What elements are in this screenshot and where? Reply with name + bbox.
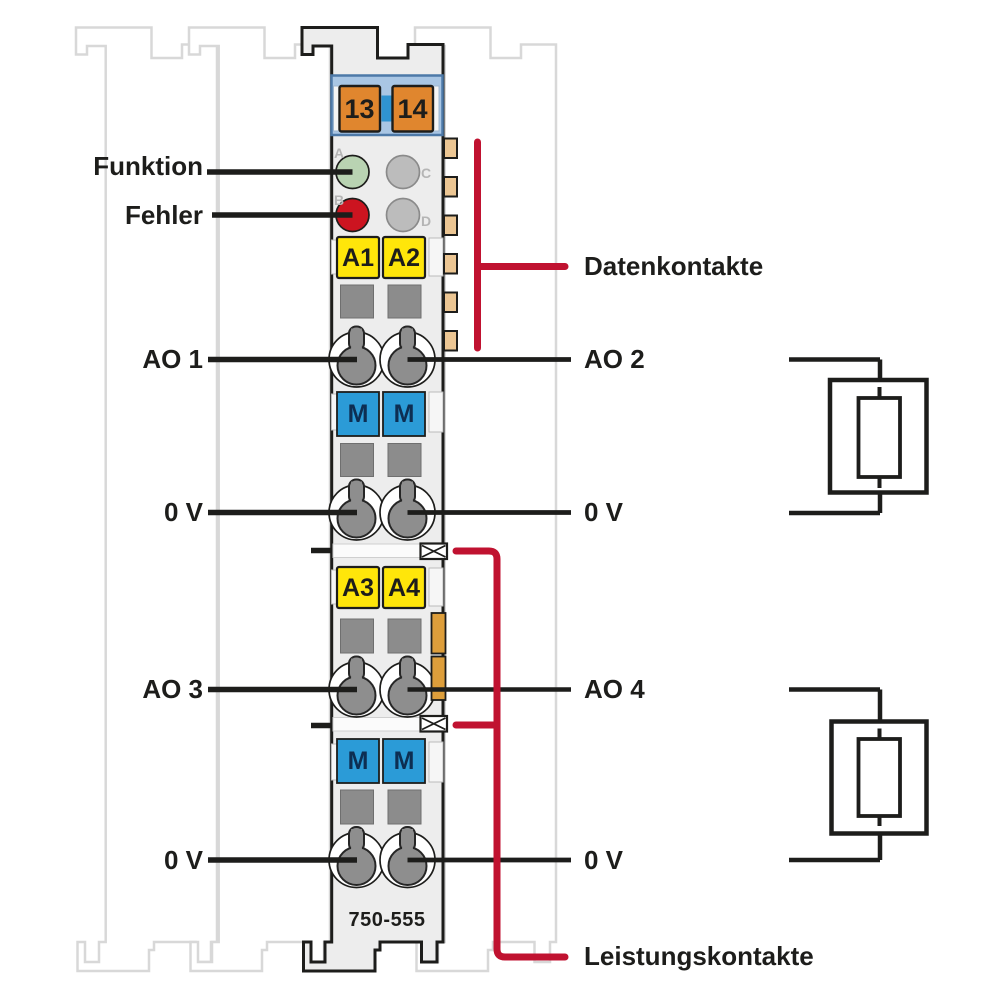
ground-label-plates (336, 391, 426, 784)
ao2-label: AO 2 (584, 344, 645, 374)
led-d (385, 197, 421, 233)
bus-terminal-14-label: 14 (397, 94, 428, 124)
ao4-label: AO 4 (584, 674, 645, 704)
plate-m2 (382, 391, 426, 437)
leistungskontakte-bracket (452, 547, 569, 961)
plate-a3-label: A3 (342, 574, 374, 602)
plate-a4-label: A4 (388, 574, 420, 602)
0v-left-2-label: 0 V (163, 845, 203, 875)
plate-m2-label: M (393, 400, 415, 428)
power-jumper-symbols (311, 542, 449, 733)
plate-a1 (335, 235, 381, 280)
output-label-plates (335, 235, 427, 610)
plate-a3 (335, 565, 381, 610)
part-number: 750-555 (348, 909, 426, 931)
plate-m3-label: M (347, 747, 369, 775)
fehler-label: Fehler (124, 200, 203, 230)
funktion-label: Funktion (93, 151, 203, 181)
leader-lines (207, 169, 571, 863)
0v-right-2-label: 0 V (584, 845, 624, 875)
led-c (385, 154, 421, 190)
datenkontakte-label: Datenkontakte (584, 251, 764, 281)
data-contacts (443, 137, 458, 352)
bus-terminal-14 (391, 84, 435, 133)
plate-m4 (382, 738, 426, 784)
led-d-letter: D (420, 213, 432, 229)
ao3-label: AO 3 (142, 674, 203, 704)
0v-left-1-label: 0 V (163, 497, 203, 527)
bus-terminal-13 (338, 84, 382, 133)
load-symbol-1 (789, 357, 929, 516)
callout-brackets (452, 138, 569, 961)
plate-m1-label: M (347, 400, 369, 428)
led-c-letter: C (420, 165, 432, 181)
load-symbol-2 (789, 687, 929, 863)
leistungskontakte-label: Leistungskontakte (584, 941, 814, 971)
led-a-letter: A (333, 145, 345, 161)
plate-m3 (336, 738, 380, 784)
plate-a4 (381, 565, 427, 610)
terminal-row-ao1-ao2 (328, 325, 436, 388)
plate-a1-label: A1 (342, 244, 374, 272)
plate-a2-label: A2 (388, 244, 420, 272)
bus-connector-section (330, 74, 444, 137)
led-b-letter: B (333, 192, 345, 208)
power-contact-blade (430, 612, 447, 701)
0v-right-1-label: 0 V (584, 497, 624, 527)
ao1-label: AO 1 (142, 344, 203, 374)
plate-a2 (381, 235, 427, 280)
plate-m4-label: M (393, 747, 415, 775)
wire-entry-ports (340, 284, 422, 825)
bus-terminal-13-label: 13 (344, 94, 375, 124)
plate-m1 (336, 391, 380, 437)
